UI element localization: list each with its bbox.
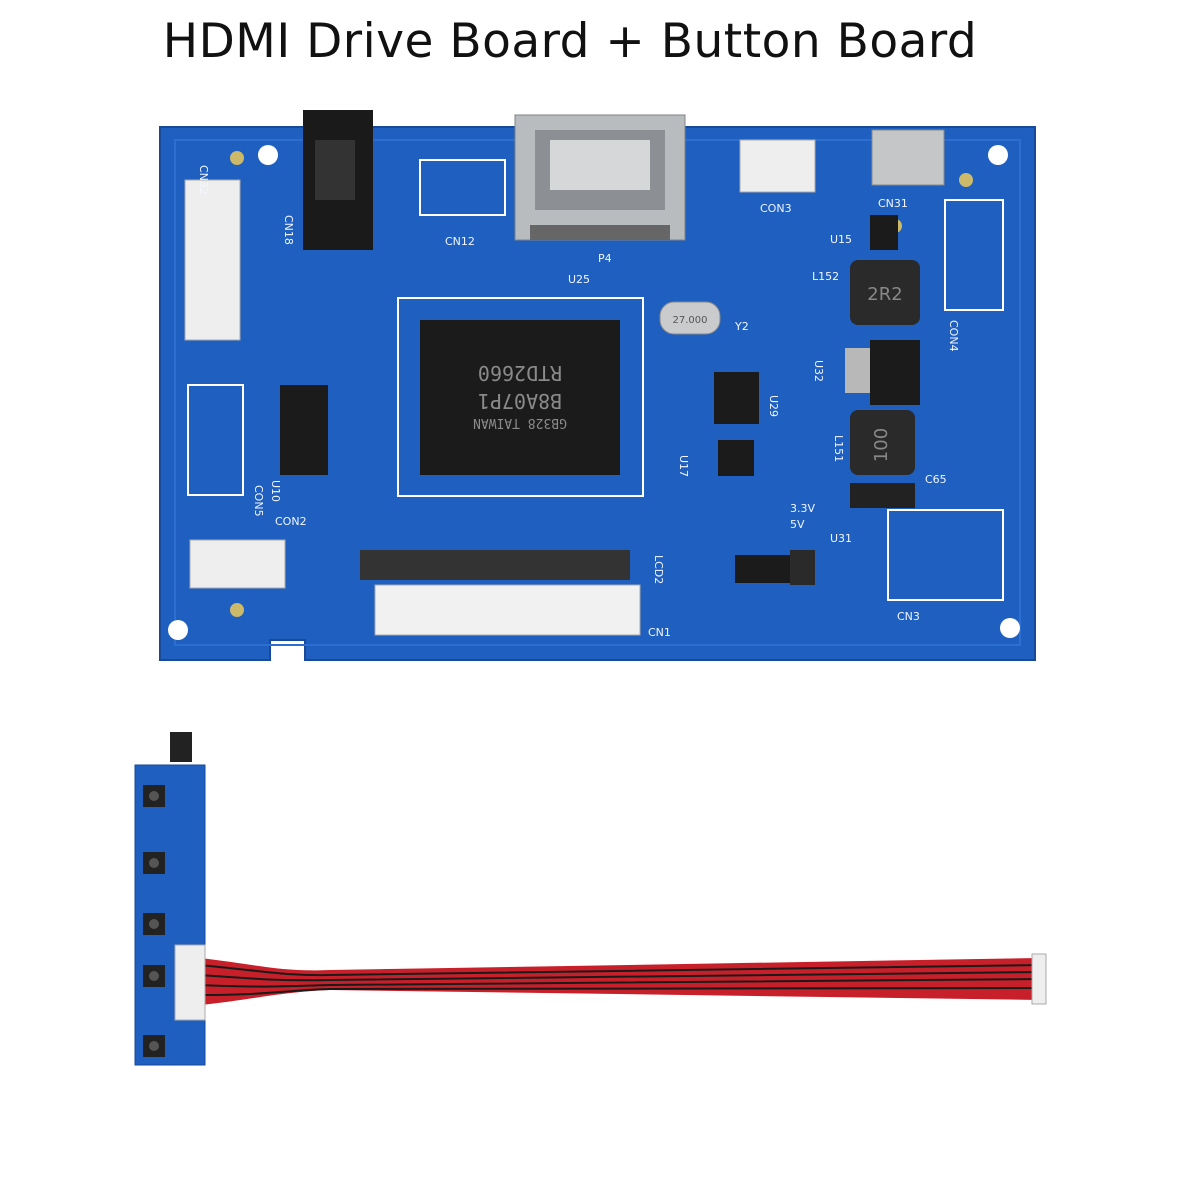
micro-usb-port	[871, 129, 945, 186]
u10-chip	[280, 385, 328, 475]
voltage-5v-label: 5V	[790, 518, 805, 531]
voltage-3v3-label: 3.3V	[790, 502, 815, 515]
page-title: HDMI Drive Board + Button Board	[162, 14, 978, 69]
label-cn31: CN31	[878, 197, 908, 210]
label-con4: CON4	[947, 320, 960, 352]
label-p4: P4	[598, 252, 612, 265]
label-u25: U25	[568, 273, 590, 286]
label-u15: U15	[830, 233, 852, 246]
label-l151: L151	[832, 435, 845, 462]
inductor-2r2	[850, 260, 920, 325]
label-l152: L152	[812, 270, 839, 283]
inductor-2r2-label: 2R2	[867, 284, 902, 305]
label-u32: U32	[812, 360, 825, 382]
label-c65: C65	[925, 473, 947, 486]
hdmi-drive-board: GB328 TAIWAN B8A07P1 RTD2660 27.000 2R2 …	[159, 110, 1036, 661]
label-cn12: CN12	[445, 235, 475, 248]
lcd-fpc-connector	[374, 584, 641, 636]
chip-sub2-label: GB328 TAIWAN	[473, 415, 567, 430]
ribbon-cable	[199, 953, 1047, 1005]
label-cn3: CN3	[897, 610, 920, 623]
label-y2: Y2	[734, 320, 749, 333]
label-u10: U10	[269, 480, 282, 502]
con2-connector	[189, 539, 286, 589]
label-u31: U31	[830, 532, 852, 545]
label-con3: CON3	[760, 202, 792, 215]
button-board	[134, 732, 206, 1066]
inductor-100	[850, 410, 915, 475]
ir-receiver	[170, 732, 192, 762]
inductor-100-label: 100	[871, 428, 892, 462]
label-u29: U29	[767, 395, 780, 417]
label-u17: U17	[677, 455, 690, 477]
cn32-connector	[184, 179, 241, 341]
label-cn32: CN32	[197, 165, 210, 195]
label-cn1: CN1	[648, 626, 671, 639]
label-con5: CON5	[252, 485, 265, 517]
hdmi-port	[514, 114, 686, 241]
chip-label: RTD2660	[478, 361, 562, 385]
con3-connector	[739, 139, 816, 193]
crystal	[659, 301, 721, 335]
label-lcd2: LCD2	[652, 555, 665, 584]
main-chip	[420, 320, 620, 475]
label-cn18: CN18	[282, 215, 295, 245]
chip-sub-label: B8A07P1	[478, 389, 562, 413]
crystal-label: 27.000	[673, 315, 708, 326]
label-con2: CON2	[275, 515, 307, 528]
